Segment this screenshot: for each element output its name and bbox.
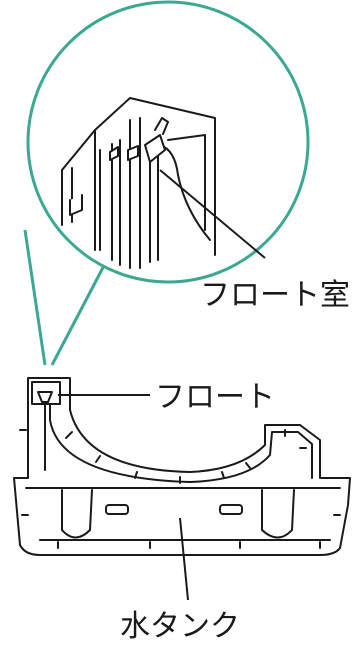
label-float: フロート (155, 380, 275, 415)
float-piece (144, 134, 166, 163)
left-slot (105, 504, 129, 515)
tick (221, 471, 225, 479)
notch-1 (109, 146, 119, 161)
zoom-content (61, 97, 216, 269)
tick (245, 462, 251, 469)
float-marker (37, 391, 53, 403)
water-tank-leader (179, 517, 189, 601)
tick (134, 471, 138, 479)
lower-step-left (69, 194, 83, 216)
notch-2 (127, 145, 139, 161)
tank-body (13, 377, 351, 556)
right-foot (261, 489, 295, 539)
rim-ticks (19, 429, 341, 549)
right-slot (219, 504, 243, 515)
float-clip (154, 117, 169, 135)
back-wall (167, 134, 206, 231)
label-float-chamber: フロート室 (200, 278, 350, 313)
float-chamber-leader (159, 169, 266, 259)
magnified-detail (23, 0, 310, 366)
zoom-tangent-left (23, 229, 47, 366)
tank-inner-cavity (49, 381, 313, 483)
outer-wall-front (61, 129, 96, 251)
zoom-tangent-right (50, 257, 110, 366)
tick (95, 455, 101, 463)
label-water-tank: 水タンク (120, 609, 240, 644)
tick (65, 431, 73, 439)
left-foot (61, 489, 93, 539)
tank-outline (13, 377, 351, 556)
float-arm (159, 144, 211, 241)
